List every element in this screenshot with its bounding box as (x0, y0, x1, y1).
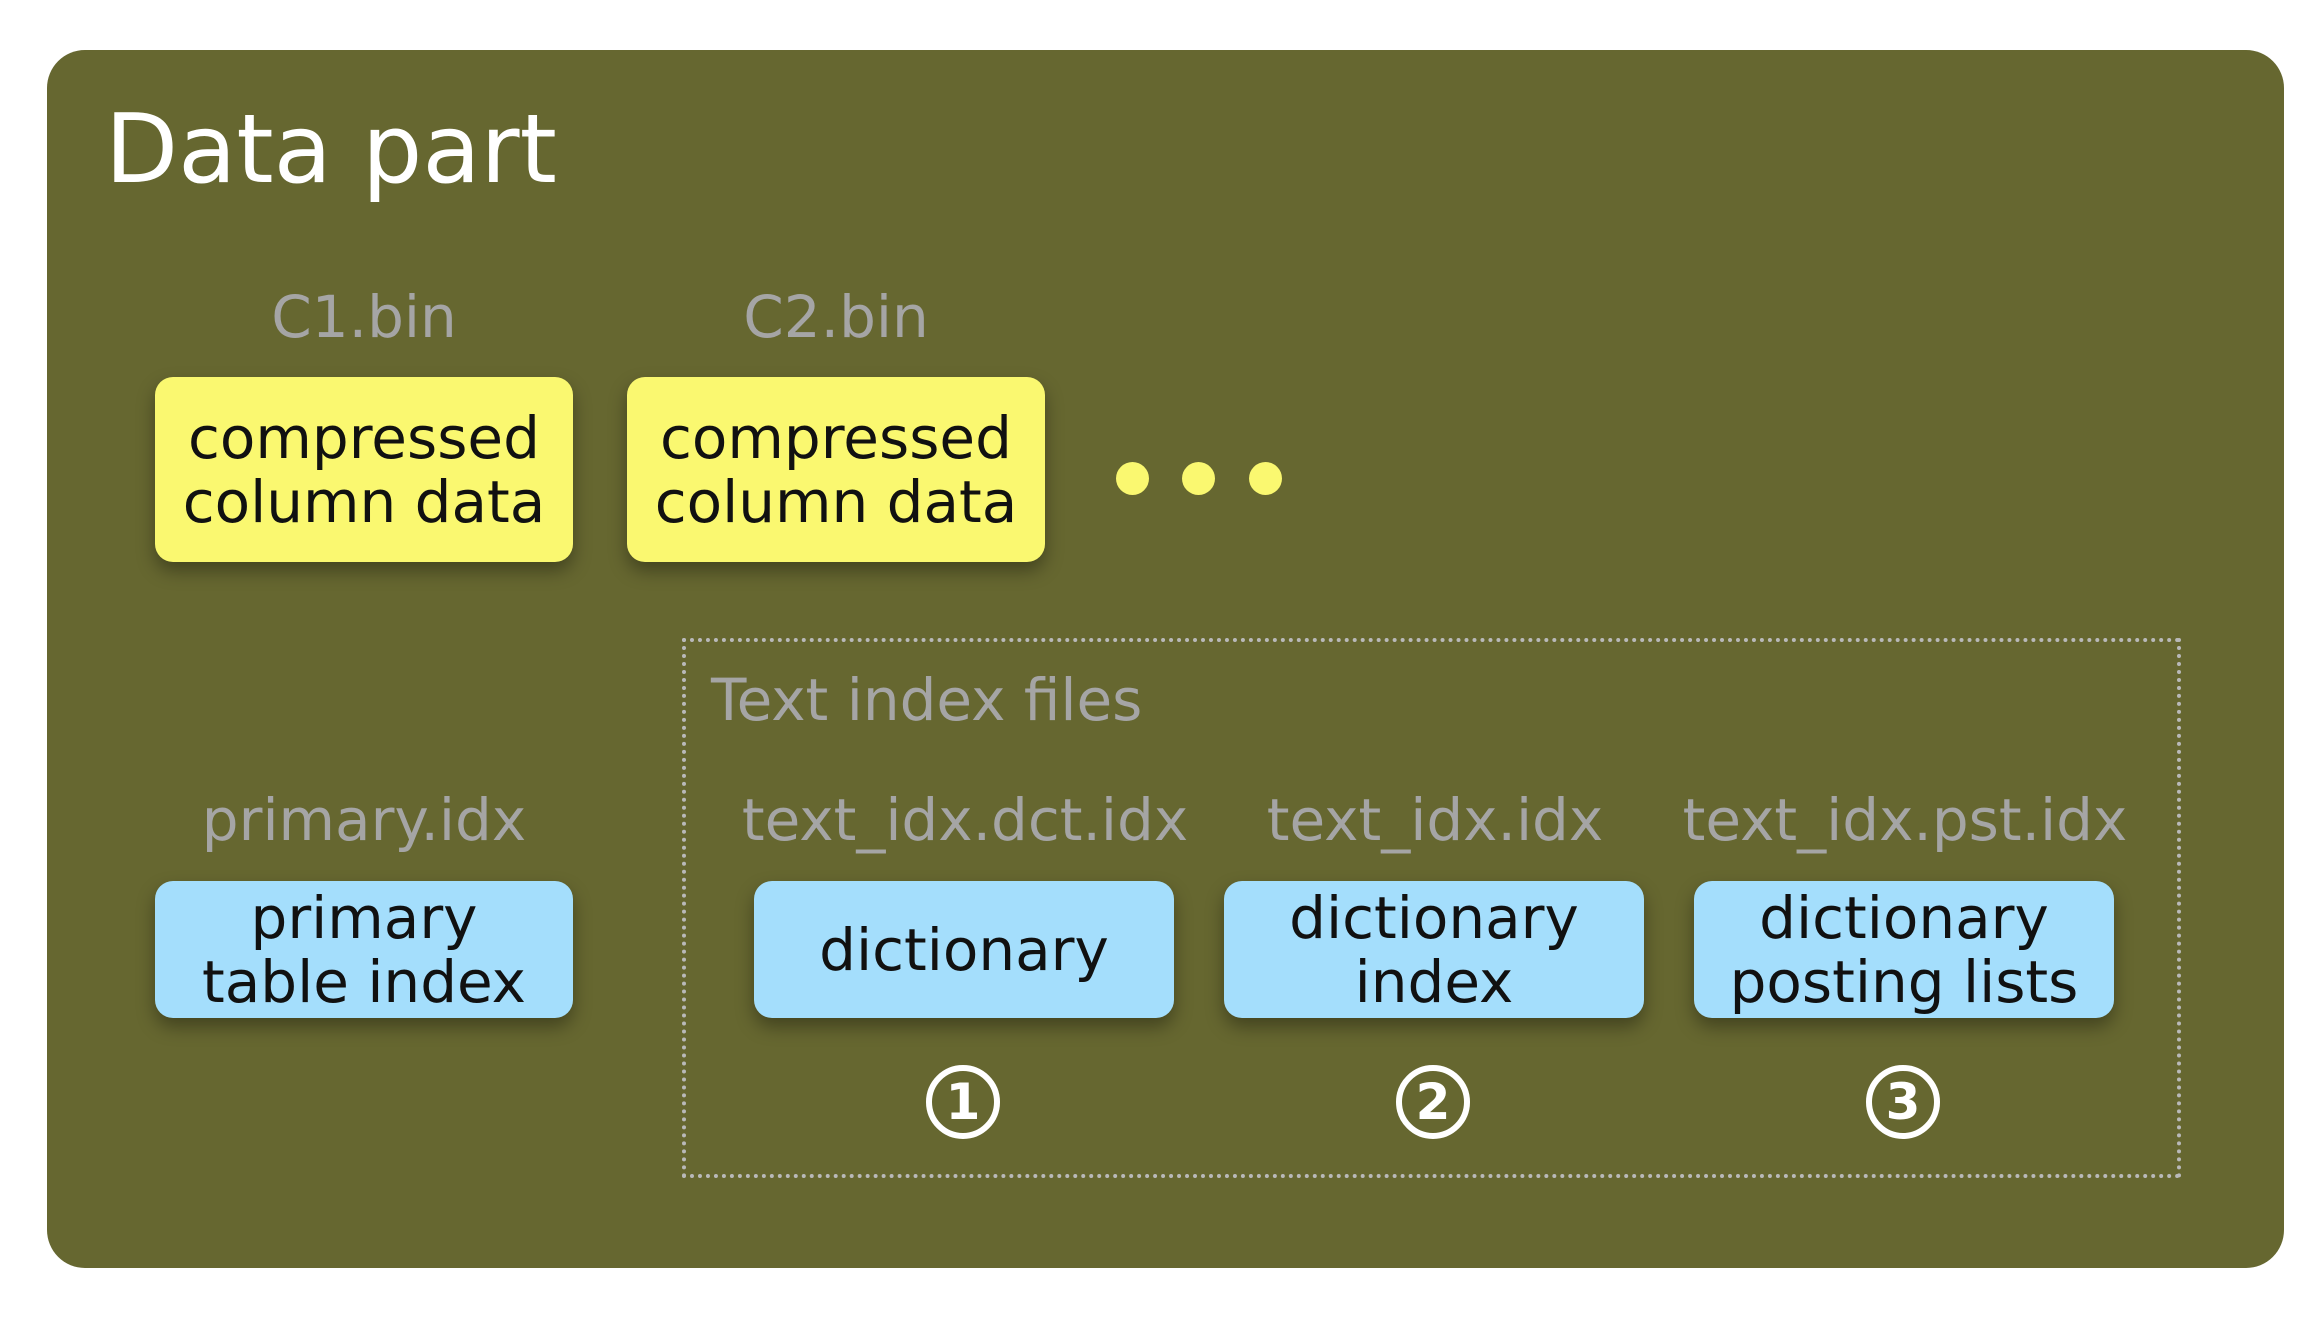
primary-table-index-box: primary table index (155, 881, 573, 1018)
step-3-badge: 3 (1866, 1065, 1940, 1139)
posting-lists-box-line-2: posting lists (1729, 947, 2079, 1016)
posting-lists-box-line-1: dictionary (1759, 883, 2049, 952)
dictionary-index-box-line-2: index (1354, 947, 1514, 1016)
c1-file-label: C1.bin (271, 283, 457, 351)
ellipsis-dot (1182, 462, 1215, 495)
c1-box-line-1: compressed (188, 403, 540, 472)
c2-box-line-1: compressed (660, 403, 1012, 472)
step-1-badge: 1 (926, 1065, 1000, 1139)
data-part-title: Data part (105, 95, 557, 205)
step-2-badge: 2 (1396, 1065, 1470, 1139)
primary-file-label: primary.idx (201, 786, 527, 854)
c2-file-label: C2.bin (743, 283, 929, 351)
dictionary-box: dictionary (754, 881, 1174, 1018)
c1-box-line-2: column data (182, 467, 546, 536)
text-index-files-group (682, 638, 2181, 1178)
text-index-files-title: Text index files (711, 666, 1143, 734)
dictionary-file-label: text_idx.dct.idx (741, 786, 1189, 854)
c2-box-line-2: column data (654, 467, 1018, 536)
dictionary-index-file-label: text_idx.idx (1266, 786, 1604, 854)
c1-compressed-column-data-box: compressed column data (155, 377, 573, 562)
c2-compressed-column-data-box: compressed column data (627, 377, 1045, 562)
posting-lists-file-label: text_idx.pst.idx (1682, 786, 2128, 854)
dictionary-index-box-line-1: dictionary (1289, 883, 1579, 952)
dictionary-posting-lists-box: dictionary posting lists (1694, 881, 2114, 1018)
ellipsis-dot (1116, 462, 1149, 495)
ellipsis-dot (1249, 462, 1282, 495)
primary-box-line-1: primary (250, 883, 478, 952)
primary-box-line-2: table index (201, 947, 526, 1016)
dictionary-index-box: dictionary index (1224, 881, 1644, 1018)
dictionary-box-line-1: dictionary (819, 915, 1109, 984)
